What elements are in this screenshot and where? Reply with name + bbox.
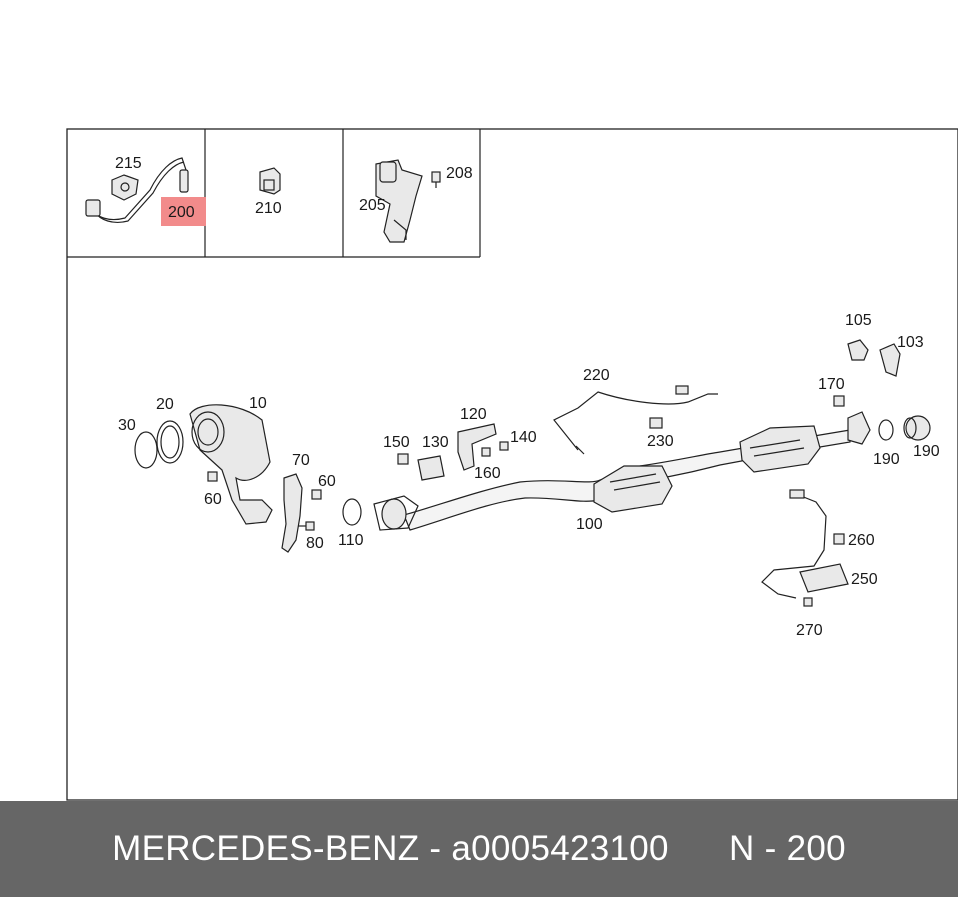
part-10-catalyst[interactable]	[189, 404, 273, 525]
label-170: 170	[818, 376, 845, 393]
label-250: 250	[851, 571, 878, 588]
part-210-clip[interactable]	[259, 167, 281, 195]
label-120: 120	[460, 406, 487, 423]
label-160: 160	[474, 465, 501, 482]
label-130: 130	[422, 434, 449, 451]
part-120-bracket[interactable]	[457, 423, 497, 471]
label-100: 100	[576, 516, 603, 533]
part-number: a0005423100	[451, 829, 669, 868]
part-100-exhaust-pipe[interactable]	[403, 425, 851, 531]
part-170-screw[interactable]	[833, 395, 845, 407]
label-10: 10	[249, 395, 267, 412]
part-260-screw[interactable]	[833, 533, 845, 545]
part-190-clamp-2[interactable]	[903, 415, 931, 441]
label-20: 20	[156, 396, 174, 413]
label-205: 205	[359, 197, 386, 214]
brand-name: MERCEDES-BENZ	[112, 829, 420, 868]
part-flange[interactable]	[847, 411, 871, 445]
part-80-bolt[interactable]	[298, 521, 315, 531]
part-60-nut-2[interactable]	[207, 471, 218, 482]
label-220: 220	[583, 367, 610, 384]
label-190-2: 190	[913, 443, 940, 460]
label-103: 103	[897, 334, 924, 351]
label-80: 80	[306, 535, 324, 552]
label-60-2: 60	[204, 491, 222, 508]
label-260: 260	[848, 532, 875, 549]
label-200: 200	[168, 204, 195, 221]
part-105-bracket[interactable]	[847, 339, 869, 361]
part-130-bracket[interactable]	[417, 455, 445, 481]
separator: -	[419, 829, 452, 868]
label-270: 270	[796, 622, 823, 639]
label-210: 210	[255, 200, 282, 217]
part-205-bracket[interactable]	[375, 159, 423, 243]
label-105: 105	[845, 312, 872, 329]
label-110: 110	[338, 532, 364, 549]
footer-text: MERCEDES-BENZ - a0005423100 N - 200	[0, 801, 958, 897]
diagram-frame	[66, 128, 958, 801]
part-270-nut[interactable]	[803, 597, 813, 607]
label-208: 208	[446, 165, 473, 182]
label-60: 60	[318, 473, 336, 490]
part-60-nut[interactable]	[311, 489, 322, 500]
label-30: 30	[118, 417, 136, 434]
footer-bar: MERCEDES-BENZ - a0005423100 N - 200	[0, 801, 958, 897]
highlight-200	[161, 197, 206, 226]
label-70: 70	[292, 452, 310, 469]
part-220-sensor[interactable]	[553, 385, 718, 455]
part-190-clamp[interactable]	[878, 419, 894, 441]
part-160-nut[interactable]	[481, 447, 491, 457]
part-208-screw[interactable]	[431, 171, 441, 188]
part-150-nut[interactable]	[397, 453, 409, 465]
part-250-nox-sensor[interactable]	[761, 489, 849, 599]
part-230-clip[interactable]	[649, 417, 663, 429]
part-103-hanger[interactable]	[879, 343, 901, 377]
label-230: 230	[647, 433, 674, 450]
part-30-gasket[interactable]	[134, 431, 158, 469]
label-190: 190	[873, 451, 900, 468]
part-20-clamp-ring[interactable]	[156, 420, 184, 464]
part-200-sensor[interactable]	[85, 157, 189, 224]
part-70-bracket[interactable]	[281, 473, 303, 553]
part-110-clamp[interactable]	[342, 495, 419, 531]
spacer	[669, 829, 729, 869]
part-140-screw[interactable]	[499, 441, 509, 451]
exhaust-parts-diagram: 215 200 210 205 208 105 103 220 170 10 2…	[66, 128, 958, 801]
label-150: 150	[383, 434, 410, 451]
position-code: N - 200	[728, 829, 846, 868]
label-215: 215	[115, 155, 142, 172]
label-140: 140	[510, 429, 537, 446]
